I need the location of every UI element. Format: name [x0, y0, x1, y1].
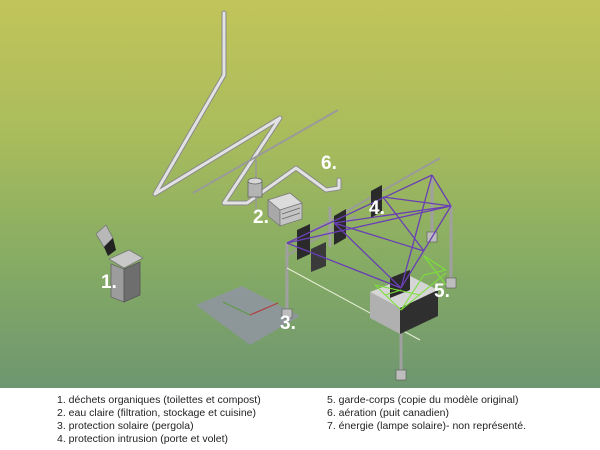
label-intrusion: 4. [369, 198, 385, 219]
label-water: 2. [253, 207, 269, 228]
legend-right: 5. garde-corps (copie du modèle original… [327, 394, 526, 433]
pergola-floor [196, 286, 300, 345]
legend-item: 2. eau claire (filtration, stockage et c… [57, 407, 257, 419]
legend-left: 1. déchets organiques (toilettes et comp… [57, 394, 261, 446]
ventilation-pipe [152, 10, 342, 206]
structure-frame [286, 174, 452, 289]
legend-item: 3. protection solaire (pergola) [57, 420, 194, 432]
legend-item: 5. garde-corps (copie du modèle original… [327, 394, 519, 406]
label-ventilation: 6. [321, 153, 337, 174]
railing-frame [374, 255, 447, 311]
legend-item: 1. déchets organiques (toilettes et comp… [57, 394, 261, 406]
label-pergola: 3. [280, 313, 296, 334]
label-toilets: 1. [101, 272, 117, 293]
label-railing: 5. [434, 281, 450, 302]
diagram-scene: 1. 2. 3. 4. 5. 6. [0, 0, 600, 388]
toilet-unit [95, 224, 144, 303]
legend: 1. déchets organiques (toilettes et comp… [0, 388, 600, 450]
intrusion-panels [297, 185, 382, 272]
isometric-diagram [95, 10, 457, 381]
water-tank [247, 160, 263, 212]
legend-item: 7. énergie (lampe solaire)- non représen… [327, 420, 527, 432]
legend-item: 6. aération (puit canadien) [327, 407, 449, 419]
legend-item: 4. protection intrusion (porte et volet) [57, 433, 229, 445]
kitchen-block [267, 192, 303, 227]
